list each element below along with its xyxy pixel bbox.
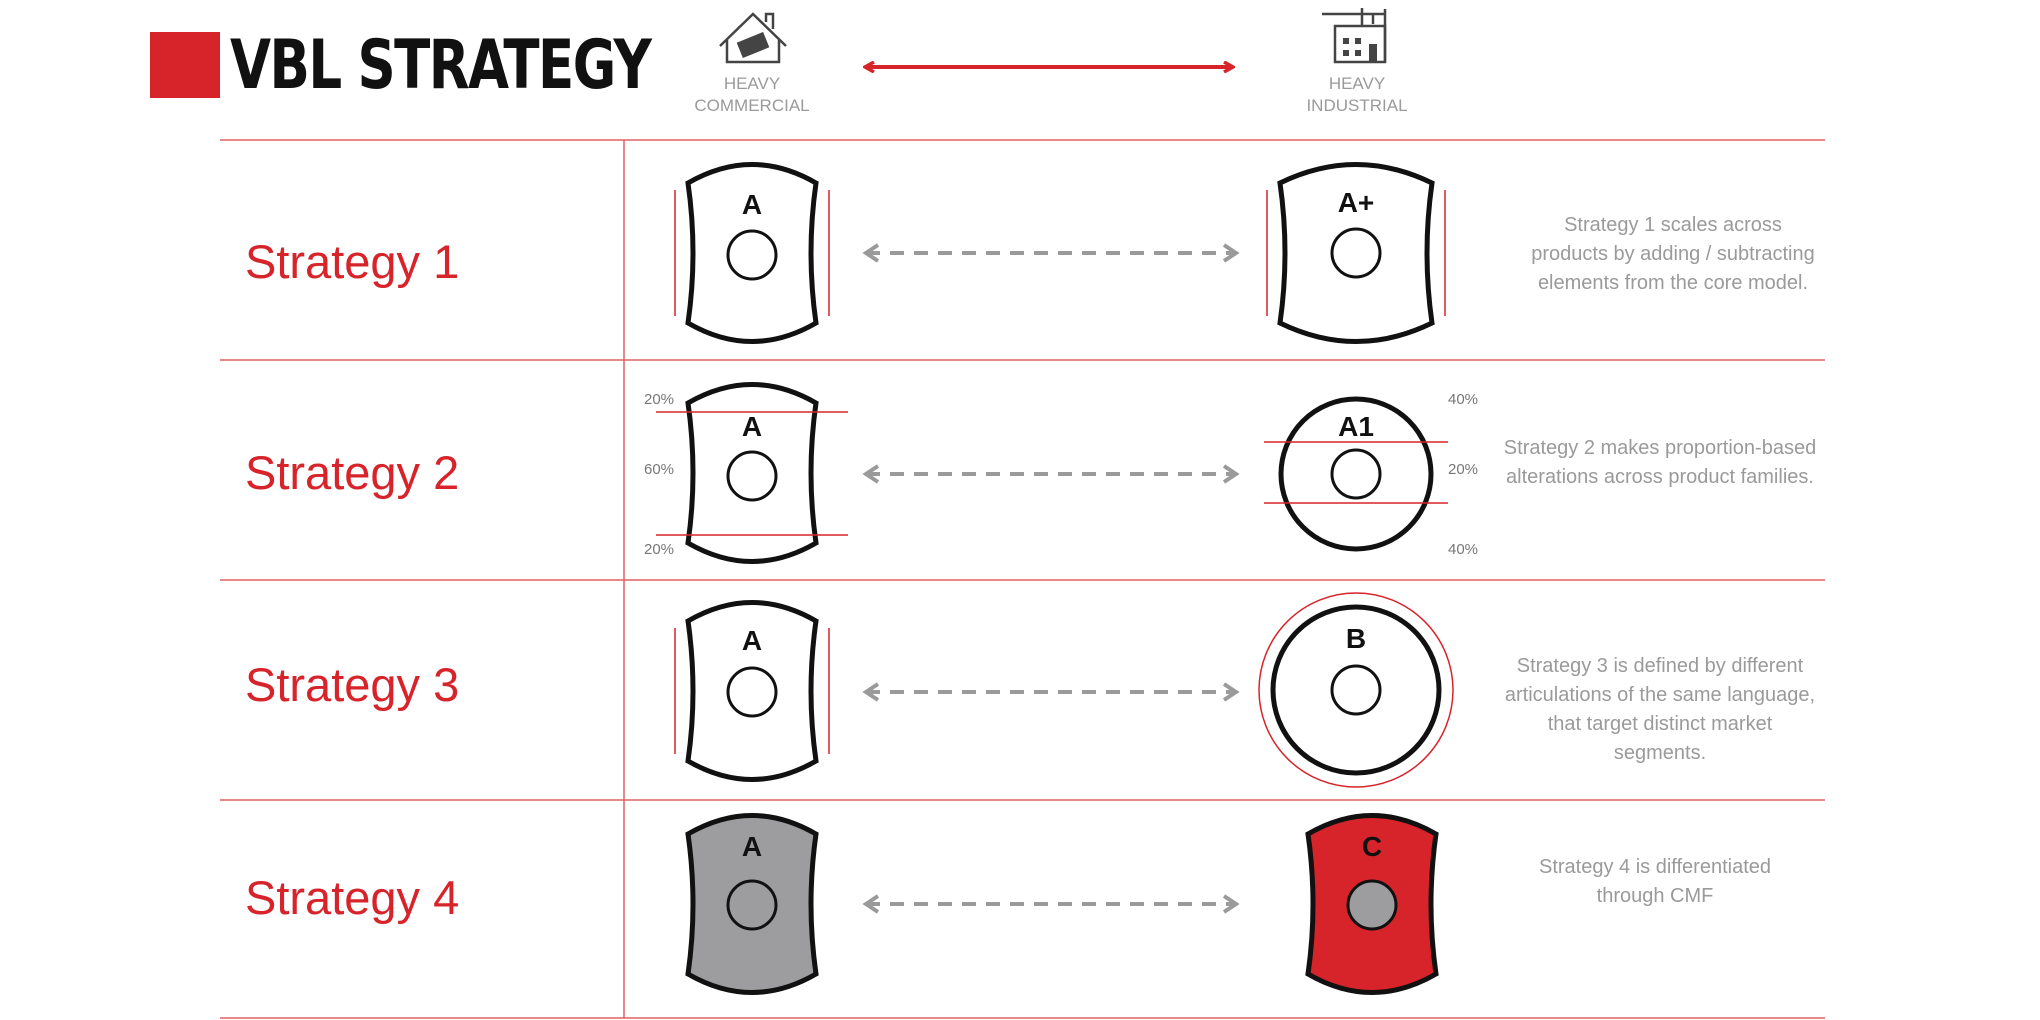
product-label-right: A1 — [1338, 411, 1374, 442]
strategy-1-description: Strategy 1 scales across products by add… — [1531, 214, 1815, 294]
strategy-4-row: A C — [685, 813, 1439, 995]
product-shape-a: A — [674, 600, 830, 782]
product-shape-a: A 20% 60% 20% — [644, 382, 848, 564]
house-icon — [719, 12, 787, 64]
strategy-1-row: A A+ — [674, 162, 1446, 344]
strategy-2-row: A 20% 60% 20% A1 40% 20% 40% — [644, 382, 1478, 564]
strategy-2-description: Strategy 2 makes proportion-based altera… — [1503, 437, 1817, 488]
percentage-label: 40% — [1448, 541, 1478, 558]
product-shape-c-red: C — [1305, 813, 1439, 995]
strategy-3-description: Strategy 3 is defined by different artic… — [1504, 655, 1816, 764]
strategy-4-description: Strategy 4 is differentiated through CMF — [1539, 856, 1771, 907]
heavy-industrial-label: HEAVY INDUSTRIAL — [1287, 73, 1427, 117]
strategy-title-2: Strategy 2 — [245, 446, 460, 499]
product-shape-b: B — [1258, 592, 1454, 788]
heavy-commercial-label-line1: HEAVY — [723, 74, 781, 93]
strategy-title-3: Strategy 3 — [245, 658, 460, 711]
product-label-right: C — [1362, 831, 1382, 862]
product-shape-a1: A1 40% 20% 40% — [1264, 391, 1478, 558]
percentage-label: 20% — [1448, 461, 1478, 478]
product-shape-a: A — [674, 162, 830, 344]
heavy-commercial-label: HEAVY COMMERCIAL — [682, 73, 822, 117]
percentage-label: 60% — [644, 461, 674, 478]
product-label-left: A — [742, 625, 762, 656]
title-block: VBL STRATEGY — [150, 26, 769, 105]
page-title: VBL STRATEGY — [230, 25, 652, 105]
title-accent-square — [150, 32, 220, 98]
strategy-3-row: A B — [674, 592, 1454, 788]
product-shape-a-plus: A+ — [1266, 162, 1446, 344]
factory-icon — [1322, 8, 1387, 64]
product-label-left: A — [742, 189, 762, 220]
product-shape-a-grey: A — [685, 813, 819, 995]
product-label-right: B — [1346, 623, 1366, 654]
percentage-label: 40% — [1448, 391, 1478, 408]
heavy-industrial-label-line1: HEAVY — [1328, 74, 1386, 93]
table-grid — [220, 139, 1825, 1019]
strategy-title-1: Strategy 1 — [245, 235, 460, 288]
strategy-title-4: Strategy 4 — [245, 871, 460, 924]
percentage-label: 20% — [644, 391, 674, 408]
heavy-industrial-label-line2: INDUSTRIAL — [1306, 96, 1408, 115]
percentage-label: 20% — [644, 541, 674, 558]
heavy-commercial-label-line2: COMMERCIAL — [694, 96, 810, 115]
product-label-left: A — [742, 411, 762, 442]
product-label-left: A — [742, 831, 762, 862]
product-label-right: A+ — [1338, 187, 1375, 218]
